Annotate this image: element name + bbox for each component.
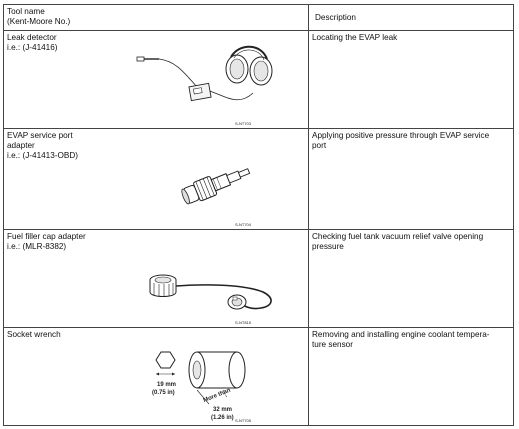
description-cell: Removing and installing engine coolant t… (308, 327, 514, 426)
tool-name-cell: Socket wrench (3, 327, 309, 426)
service-port-adapter-icon (179, 155, 259, 210)
tool-description-continued: ture sensor (312, 340, 353, 349)
depth-prefix-label: More than (203, 388, 232, 404)
description-cell: Checking fuel tank vacuum relief valve o… (308, 229, 514, 328)
hex-size-label: 19 mm (157, 382, 176, 388)
tool-description: Checking fuel tank vacuum relief valve o… (312, 232, 484, 241)
table-header-row: Tool name (Kent-Moore No.) Description (3, 4, 514, 31)
leak-detector-icon (135, 45, 285, 127)
socket-wrench-icon: 19 mm (0.75 in) More than 32 mm (1.26 in… (147, 344, 277, 422)
table-row: Fuel filler cap adapter i.e.: (MLR-8382) (3, 229, 514, 328)
tool-name-continued: adapter (7, 141, 35, 150)
depth-size-label: 32 mm (213, 407, 232, 413)
description-cell: Locating the EVAP leak (308, 30, 514, 129)
figure-code: S-NT815 (235, 320, 252, 325)
tool-description-continued: pressure (312, 242, 344, 251)
description-cell: Applying positive pressure through EVAP … (308, 128, 514, 230)
svg-text:S-NT703: S-NT703 (235, 121, 252, 126)
tool-number: i.e.: (MLR-8382) (7, 242, 67, 251)
tool-description: Removing and installing engine coolant t… (312, 330, 490, 339)
table-row: EVAP service port adapter i.e.: (J-41413… (3, 128, 514, 230)
svg-text:S-NT704: S-NT704 (235, 222, 252, 227)
tool-name: Socket wrench (7, 330, 61, 339)
svg-text:S-NT815: S-NT815 (235, 320, 252, 325)
tool-number: i.e.: (J-41413-OBD) (7, 151, 78, 160)
tool-name: EVAP service port (7, 131, 73, 140)
figure-code: S-NT704 (235, 222, 252, 227)
tool-description-continued: port (312, 141, 327, 150)
tool-number: i.e.: (J-41416) (7, 43, 58, 52)
table-row: Leak detector i.e.: (J-41416) (3, 30, 514, 129)
filler-cap-adapter-icon (143, 262, 283, 317)
special-tools-table: Tool name (Kent-Moore No.) Description L… (3, 4, 514, 426)
tool-description: Locating the EVAP leak (312, 33, 398, 42)
figure-code: S-NT705 (235, 418, 252, 423)
header-tool-name: Tool name (Kent-Moore No.) (3, 4, 309, 31)
svg-text:S-NT705: S-NT705 (235, 418, 252, 423)
header-description: Description (308, 4, 514, 31)
tool-name-cell: EVAP service port adapter i.e.: (J-41413… (3, 128, 309, 230)
depth-size-inches-label: (1.26 in) (211, 415, 234, 421)
figure-code: S-NT703 (235, 121, 252, 126)
tool-name: Leak detector (7, 33, 57, 42)
hex-size-inches-label: (0.75 in) (152, 390, 175, 396)
table-row: Socket wrench (3, 327, 514, 426)
header-tool-name-label: Tool name (7, 7, 45, 16)
tool-name-cell: Leak detector i.e.: (J-41416) (3, 30, 309, 129)
header-kent-moore-label: (Kent-Moore No.) (7, 17, 71, 26)
tool-name-cell: Fuel filler cap adapter i.e.: (MLR-8382) (3, 229, 309, 328)
tool-description: Applying positive pressure through EVAP … (312, 131, 490, 140)
tool-name: Fuel filler cap adapter (7, 232, 86, 241)
